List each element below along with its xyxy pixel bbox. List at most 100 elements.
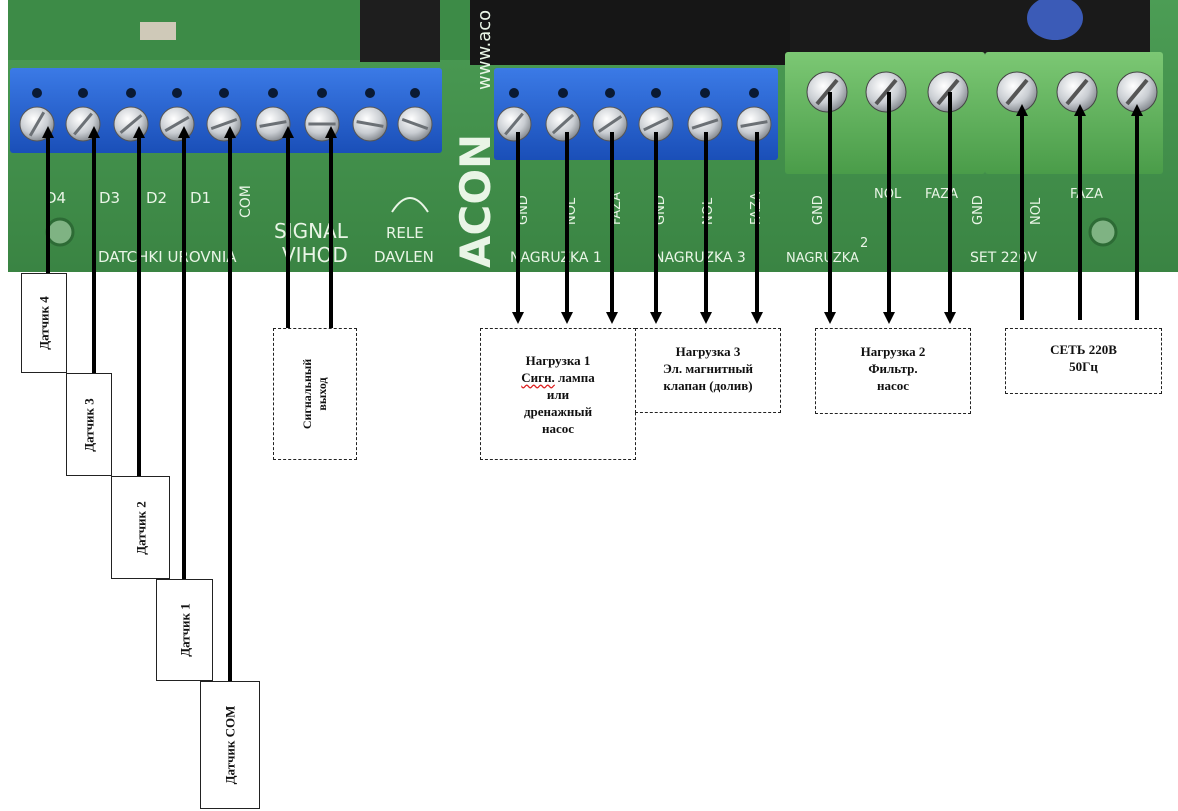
label-sensor2: Датчик 2	[111, 476, 170, 579]
label-signal-line1: Сигнальный	[300, 358, 314, 430]
label-load1-line1: Нагрузка 1	[525, 352, 591, 368]
screw-green-1-slot	[874, 78, 898, 106]
label-load2-line3: насос	[876, 378, 910, 393]
label-sensor4-text: Датчик 4	[36, 296, 52, 350]
label-mains-line1: СЕТЬ 220В	[1050, 342, 1117, 357]
screw-left-3-wire-hole	[172, 88, 182, 98]
screw-left-5	[255, 88, 291, 142]
pcb-label-rele: RELE	[386, 224, 424, 242]
pcb-set-gnd: GND	[971, 195, 986, 225]
screw-mid-3-slot	[643, 116, 669, 132]
screw-green-3	[996, 71, 1038, 113]
mount-hole-left	[45, 217, 75, 247]
label-load2-line1: Нагрузка 2	[860, 344, 926, 359]
screw-mid-5-wire-hole	[749, 88, 759, 98]
screw-mid-0	[496, 88, 532, 142]
pcb-label-d4: D4	[45, 189, 66, 207]
label-load2: Нагрузка 2 Фильтр. насос	[815, 328, 971, 414]
screw-left-2-wire-hole	[126, 88, 136, 98]
screw-left-8	[397, 88, 433, 142]
relay-component	[360, 0, 440, 62]
screw-left-5-slot	[259, 120, 287, 128]
label-load3: Нагрузка 3 Эл. магнитный клапан (долив)	[635, 328, 781, 413]
pcb-label-nagruzka1: NAGRUZKA 1	[510, 250, 602, 266]
screw-mid-1	[545, 88, 581, 142]
pcb-relay-symbol	[391, 197, 429, 213]
screw-mid-4-slot	[691, 118, 719, 130]
label-load1-line2a: Сигн.	[521, 369, 555, 385]
relay-block-right	[790, 0, 1150, 55]
pcb-set-nol: NOL	[1029, 197, 1044, 225]
label-load1-line5: насос	[541, 420, 575, 436]
label-load3-line1: Нагрузка 3	[675, 344, 741, 359]
label-sensor3-text: Датчик 3	[81, 397, 97, 452]
label-load1-line3: или	[546, 386, 570, 402]
screw-left-1-slot	[73, 112, 93, 136]
label-load1-line2: Сигн. лампа	[521, 369, 594, 386]
screw-left-7	[352, 88, 388, 142]
pcb-label-d2: D2	[146, 189, 167, 207]
screw-left-0-slot	[28, 111, 46, 137]
label-load2-line2: Фильтр.	[868, 361, 918, 376]
label-load1-line2b: лампа	[554, 369, 595, 385]
screw-mid-1-slot	[551, 113, 575, 135]
pcb-label-vihod: VIHOD	[282, 243, 348, 267]
label-sensor1: Датчик 1	[156, 579, 213, 681]
blue-terminal-block-mid	[494, 68, 778, 160]
pcb-url: www.aco	[474, 10, 495, 90]
screw-left-0-wire-hole	[32, 88, 42, 98]
screw-green-5-slot	[1125, 78, 1149, 106]
screws-green	[806, 71, 1158, 113]
screw-left-7-wire-hole	[365, 88, 375, 98]
label-sensor1-text: Датчик 1	[177, 603, 192, 657]
pcb-load2-gnd: GND	[811, 195, 826, 225]
screw-left-2-slot	[119, 114, 143, 134]
screw-mid-0-slot	[504, 112, 524, 136]
screw-green-5	[1116, 71, 1158, 113]
pcb-set-faza: FAZA	[1070, 187, 1103, 202]
screw-left-8-slot	[401, 117, 429, 131]
screw-green-4-slot	[1065, 78, 1089, 106]
smd-component	[140, 22, 176, 40]
label-sensor2-text: Датчик 2	[133, 500, 148, 555]
pcb-label-datchki: DATCHKI UROVNIA	[98, 248, 237, 266]
pcb-load2-faza: FAZA	[925, 187, 958, 202]
screws-left	[19, 88, 433, 142]
label-mains-line2: 50Гц	[1069, 359, 1098, 374]
screw-mid-5	[736, 88, 772, 142]
pcb-label-d3: D3	[99, 189, 120, 207]
screw-green-0	[806, 71, 848, 113]
label-sensor-com-text: Датчик COM	[222, 705, 238, 785]
screw-mid-2-wire-hole	[605, 88, 615, 98]
pcb-load3-nol: NOL	[701, 197, 716, 225]
screw-left-8-wire-hole	[410, 88, 420, 98]
pcb-label-d1: D1	[190, 189, 211, 207]
mount-hole-right	[1088, 217, 1118, 247]
pcb-label-nagruzka2: NAGRUZKA	[786, 251, 859, 266]
pcb-label-set220: SET 220V	[970, 250, 1037, 266]
screw-left-4-wire-hole	[219, 88, 229, 98]
label-load1: Нагрузка 1 Сигн. лампа или дренажный нас…	[480, 328, 636, 460]
screw-mid-5-slot	[740, 120, 768, 128]
label-load1-line4: дренажный	[523, 403, 593, 419]
green-terminal-block-load2	[785, 52, 985, 174]
screw-left-6	[304, 88, 340, 142]
label-load3-line3: клапан (долив)	[663, 378, 753, 393]
screw-mid-3-wire-hole	[651, 88, 661, 98]
arrows	[42, 92, 1143, 682]
screw-left-5-wire-hole	[268, 88, 278, 98]
screw-left-7-slot	[356, 120, 384, 128]
screw-left-4-slot	[210, 117, 238, 131]
pcb-label-signal: SIGNAL	[274, 219, 349, 243]
screw-green-1	[865, 71, 907, 113]
screw-mid-2-slot	[597, 115, 623, 133]
pcb-label-nagruzka2-num: 2	[860, 236, 868, 251]
label-mains: СЕТЬ 220В 50Гц	[1005, 328, 1162, 394]
screw-mid-0-wire-hole	[509, 88, 519, 98]
screw-left-3-slot	[164, 115, 190, 133]
screw-left-6-wire-hole	[317, 88, 327, 98]
screw-left-1-wire-hole	[78, 88, 88, 98]
label-signal-output-text: Сигнальный выход	[300, 359, 330, 429]
pcb-label-davlen: DAVLEN	[374, 248, 434, 266]
